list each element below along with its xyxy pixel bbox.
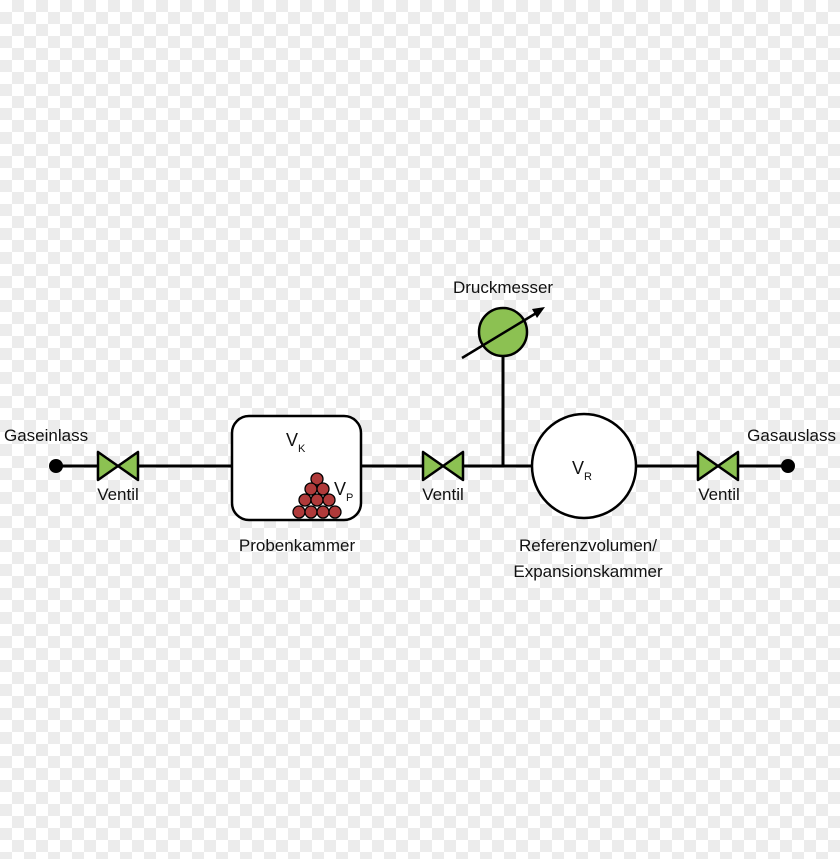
valve-icon — [96, 450, 140, 482]
particle — [292, 505, 306, 519]
inlet-port — [49, 459, 63, 473]
symbol-subscript: K — [298, 443, 306, 455]
particle — [310, 493, 324, 507]
valve-left — [96, 450, 140, 482]
valve-middle — [421, 450, 465, 482]
particle — [316, 505, 330, 519]
reference-chamber — [530, 412, 638, 520]
gauge-arrow-icon — [461, 310, 539, 360]
inlet-label: Gaseinlass — [4, 426, 88, 445]
gauge-arrow-head-icon — [532, 307, 545, 318]
pipe-lines — [56, 356, 788, 468]
symbol-subscript: P — [346, 492, 353, 504]
symbol-main: V — [334, 479, 346, 499]
pressure-gauge-label: Druckmesser — [453, 278, 553, 297]
reference-label-line1: Referenzvolumen/ — [519, 536, 657, 555]
pressure-gauge — [461, 306, 545, 360]
valve-middle-label: Ventil — [422, 485, 464, 504]
particle — [304, 505, 318, 519]
symbol-main: V — [572, 458, 584, 478]
particle — [328, 505, 342, 519]
valve-icon — [696, 450, 740, 482]
particle — [304, 482, 318, 496]
particle-pile — [292, 472, 342, 519]
valve-right-label: Ventil — [698, 485, 740, 504]
symbol-subscript: R — [584, 471, 592, 483]
outlet-label: Gasauslass — [747, 426, 836, 445]
symbol-main: V — [286, 430, 298, 450]
valve-right — [696, 450, 740, 482]
outlet-port — [781, 459, 795, 473]
particle-volume-symbol: VP — [334, 479, 353, 504]
reference-volume-symbol: VR — [572, 458, 592, 483]
sample-chamber-label: Probenkammer — [239, 536, 356, 555]
particle — [322, 493, 336, 507]
valve-left-label: Ventil — [97, 485, 139, 504]
chamber-volume-symbol: VK — [286, 430, 306, 455]
valve-icon — [421, 450, 465, 482]
reference-label-line2: Expansionskammer — [513, 562, 663, 581]
particle — [316, 482, 330, 496]
particle — [310, 472, 324, 486]
particle — [298, 493, 312, 507]
